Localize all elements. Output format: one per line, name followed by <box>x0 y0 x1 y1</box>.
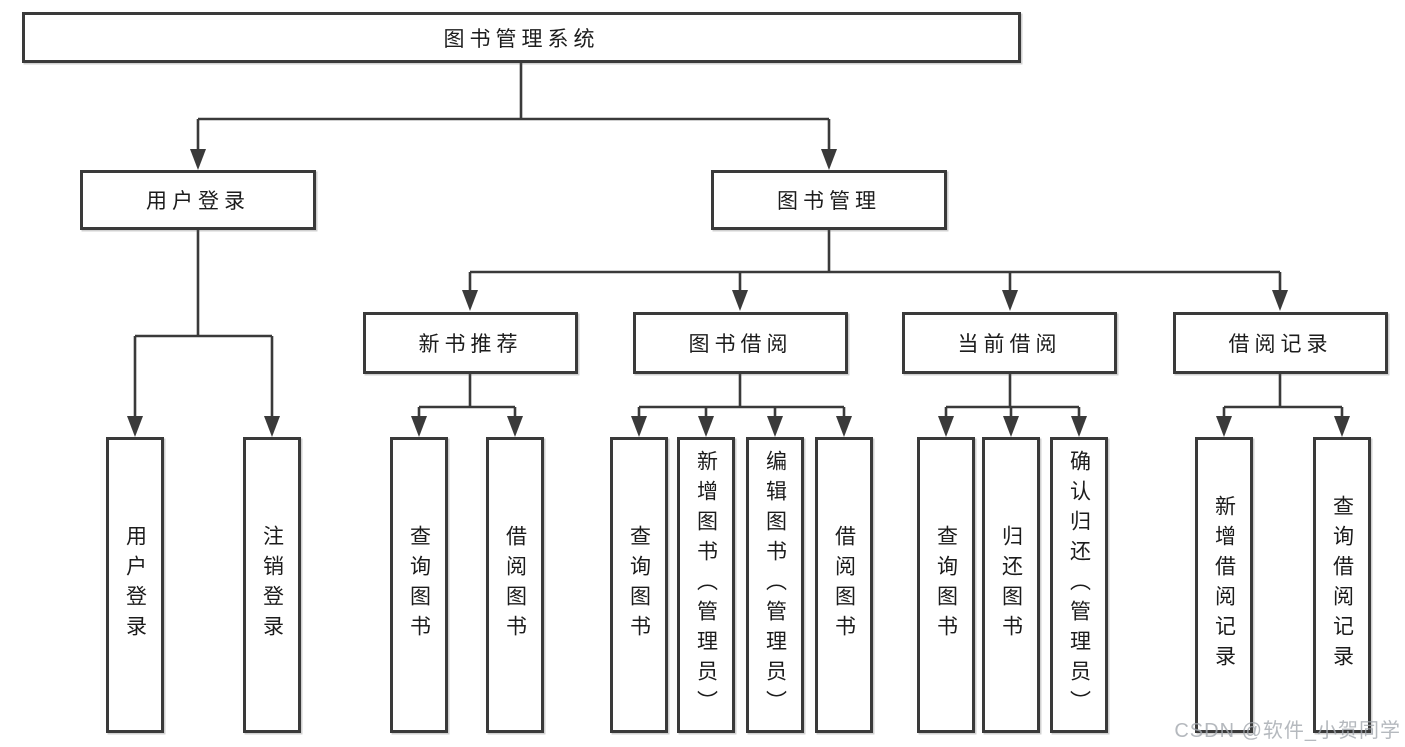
node-root: 图书管理系统 <box>22 12 1021 63</box>
leaf-nb-query-books: 查询图书 <box>390 437 448 733</box>
node-user-login: 用户登录 <box>80 170 316 230</box>
node-borrow-records: 借阅记录 <box>1173 312 1388 374</box>
node-new-book-recommend: 新书推荐 <box>363 312 578 374</box>
node-book-management: 图书管理 <box>711 170 947 230</box>
leaf-bb-borrow-books: 借阅图书 <box>815 437 873 733</box>
leaf-bb-query-books: 查询图书 <box>610 437 668 733</box>
arrowheads <box>127 149 1350 437</box>
leaf-bb-edit-books-admin: 编辑图书（管理员） <box>746 437 804 733</box>
leaf-cb-confirm-return-admin: 确认归还（管理员） <box>1050 437 1108 733</box>
node-book-borrow: 图书借阅 <box>633 312 848 374</box>
leaf-nb-borrow-books: 借阅图书 <box>486 437 544 733</box>
leaf-cb-query-books: 查询图书 <box>917 437 975 733</box>
leaf-cb-return-books: 归还图书 <box>982 437 1040 733</box>
leaf-br-add-record: 新增借阅记录 <box>1195 437 1253 733</box>
leaf-user-login: 用户登录 <box>106 437 164 733</box>
leaf-br-query-record: 查询借阅记录 <box>1313 437 1371 733</box>
leaf-logout-login: 注销登录 <box>243 437 301 733</box>
node-current-borrow: 当前借阅 <box>902 312 1117 374</box>
connector-paths <box>133 63 1344 417</box>
csdn-watermark: CSDN @软件_小贺同学 <box>1174 720 1401 742</box>
leaf-bb-add-books-admin: 新增图书（管理员） <box>677 437 735 733</box>
